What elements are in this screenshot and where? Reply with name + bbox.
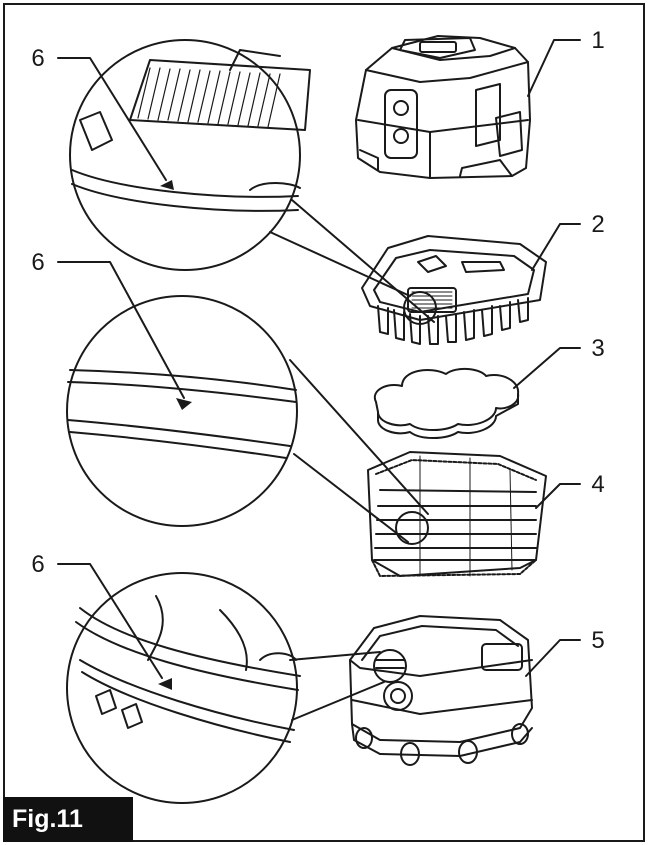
part-1-motor-head bbox=[355, 35, 531, 179]
callout-2: 2 bbox=[591, 211, 604, 238]
part-4-filter-bag bbox=[367, 451, 547, 577]
callout-5: 5 bbox=[591, 627, 604, 654]
detail-circle-c bbox=[66, 572, 301, 804]
leader-lines bbox=[57, 39, 581, 679]
part-2-filter-holder bbox=[361, 235, 547, 345]
callout-3: 3 bbox=[591, 335, 604, 362]
callout-numbers: 1 2 3 4 5 6 6 6 bbox=[31, 27, 604, 654]
callout-6-middle: 6 bbox=[31, 249, 44, 276]
detail-circle-b bbox=[66, 295, 298, 527]
callout-6-bottom: 6 bbox=[31, 551, 44, 578]
zoom-lines bbox=[269, 199, 435, 721]
figure-label: Fig.11 bbox=[3, 797, 133, 842]
part-3-sponge-filter bbox=[373, 368, 520, 439]
part-5-tank-body bbox=[349, 615, 533, 766]
callout-6-top: 6 bbox=[31, 45, 44, 72]
callout-1: 1 bbox=[591, 27, 604, 54]
detail-circle-a bbox=[69, 39, 311, 271]
callout-4: 4 bbox=[591, 471, 604, 498]
tank-wheels bbox=[355, 723, 529, 766]
filter-fins bbox=[377, 297, 529, 345]
